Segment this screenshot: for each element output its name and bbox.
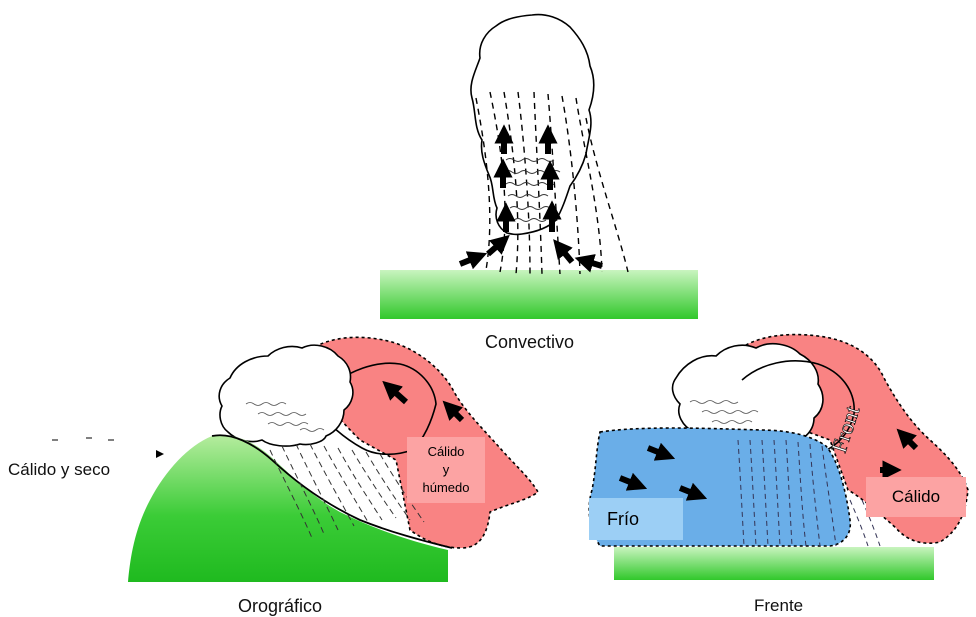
orografico-caption: Orográfico — [238, 596, 322, 617]
frente-caption: Frente — [754, 596, 803, 616]
convective-panel — [380, 15, 698, 319]
calido-label-box: Cálido — [866, 477, 966, 517]
calido-humedo-label-box: Cálido y húmedo — [407, 437, 485, 503]
frio-label: Frío — [607, 509, 639, 530]
convectivo-caption: Convectivo — [485, 332, 574, 353]
dash-marks — [52, 438, 114, 440]
calido-humedo-line-3: húmedo — [423, 479, 470, 497]
calido-seco-label: Cálido y seco — [8, 460, 110, 480]
frontal-panel — [589, 335, 968, 580]
cold-air-arrow-stub — [156, 450, 164, 458]
calido-label: Cálido — [892, 487, 940, 507]
frio-label-box: Frío — [589, 498, 683, 540]
calido-humedo-line-1: Cálido — [428, 443, 465, 461]
cloud-icon — [219, 345, 353, 446]
ground-bar — [380, 270, 698, 319]
ground-bar — [614, 547, 934, 580]
calido-humedo-line-2: y — [443, 461, 450, 479]
